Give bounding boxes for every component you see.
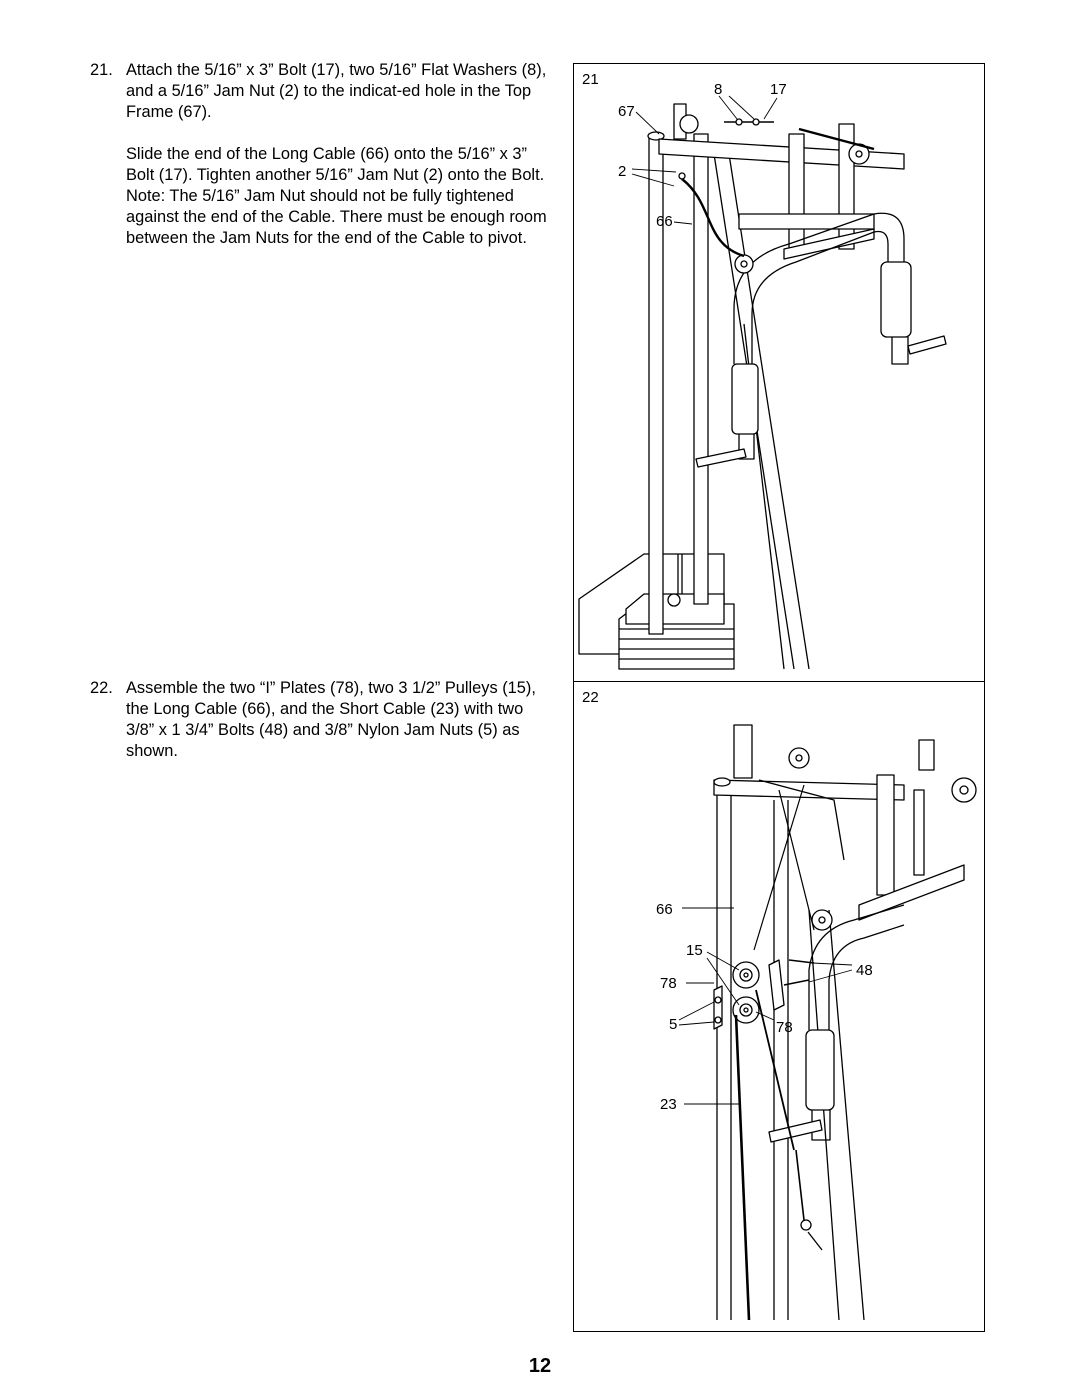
cable-and-pulleys [679,114,875,274]
page-number: 12 [528,1355,552,1377]
guide-rods [647,131,709,635]
callout-label: 66 [656,213,673,230]
callout-label: 78 [776,1019,793,1036]
callout-label: 15 [686,942,703,959]
step-number: 22. [90,679,113,697]
bolt-17-assembly [678,118,774,180]
figure-step-label: 22 [582,689,599,706]
step-paragraph: Attach the 5/16” x 3” Bolt (17), two 5/1… [126,61,547,121]
assembly-illustration-22: 22 66 15 78 48 5 78 23 [582,689,977,1321]
callout-leaders [631,95,778,225]
callout-label: 67 [618,103,635,120]
callout-label: 5 [669,1016,677,1033]
pulley-15-assembly [713,959,815,1030]
callout-label: 17 [770,81,787,98]
callout-label: 48 [856,962,873,979]
step-21-instructions: 21. Attach the 5/16” x 3” Bolt (17), two… [90,60,550,249]
callout-label: 8 [714,81,722,98]
assembly-illustration-21: 21 8 17 67 2 66 [578,71,947,670]
top-frame [713,724,977,921]
callout-label: 66 [656,901,673,918]
cables [734,784,823,1321]
figure-panel-step-22: 22 66 15 78 48 5 78 23 [573,680,985,1332]
press-arm [695,212,947,468]
figure-panel-step-21: 21 8 17 67 2 66 [573,63,985,682]
figure-step-label: 21 [582,71,599,88]
callout-label: 23 [660,1096,677,1113]
step-number: 21. [90,61,113,79]
step-paragraph: Slide the end of the Long Cable (66) ont… [126,145,547,247]
step-paragraph: Assemble the two “I” Plates (78), two 3 … [126,679,536,760]
callout-label: 78 [660,975,677,992]
callout-label: 2 [618,163,626,180]
callout-leaders [678,907,853,1105]
step-22-instructions: 22. Assemble the two “I” Plates (78), tw… [90,678,550,762]
frame-posts [716,795,865,1321]
press-arm [768,904,905,1143]
